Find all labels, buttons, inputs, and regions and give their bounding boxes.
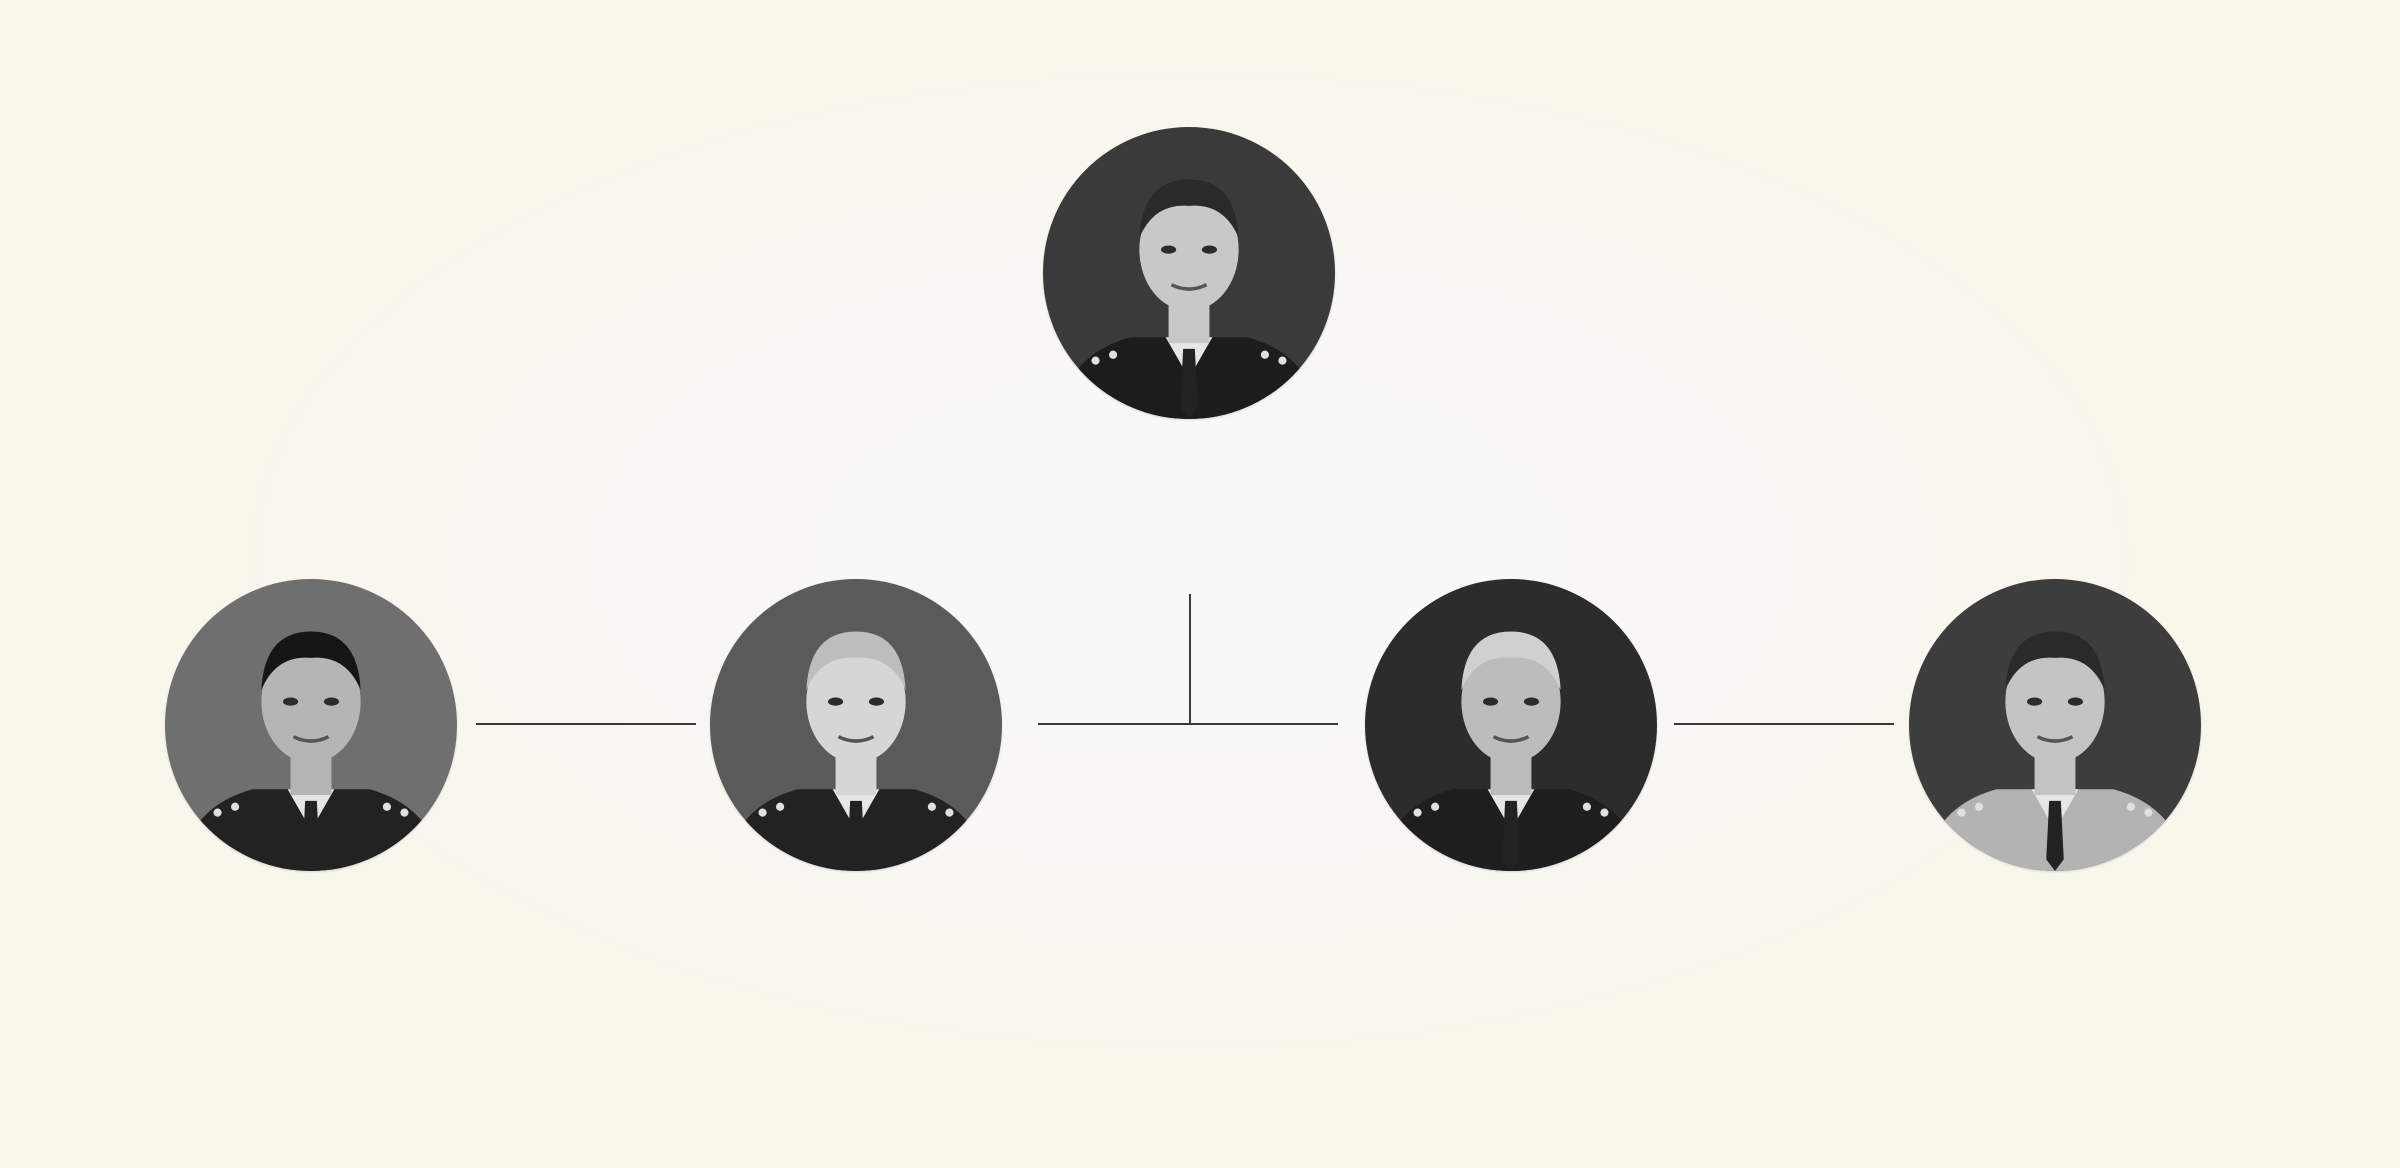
portrait-top[interactable] [1043,127,1335,419]
connector-right-horizontal [1674,723,1894,725]
portrait-left-2[interactable] [710,579,1002,871]
officer-portrait-icon [1365,579,1657,871]
officer-portrait-icon [710,579,1002,871]
portrait-right-2[interactable] [1909,579,2201,871]
officer-portrait-icon [1043,127,1335,419]
officer-portrait-icon [1909,579,2201,871]
connector-left-horizontal [476,723,696,725]
officer-portrait-icon [165,579,457,871]
connector-center-horizontal [1038,723,1338,725]
connector-top-vertical [1189,594,1191,724]
portrait-left-1[interactable] [165,579,457,871]
portrait-right-1[interactable] [1365,579,1657,871]
